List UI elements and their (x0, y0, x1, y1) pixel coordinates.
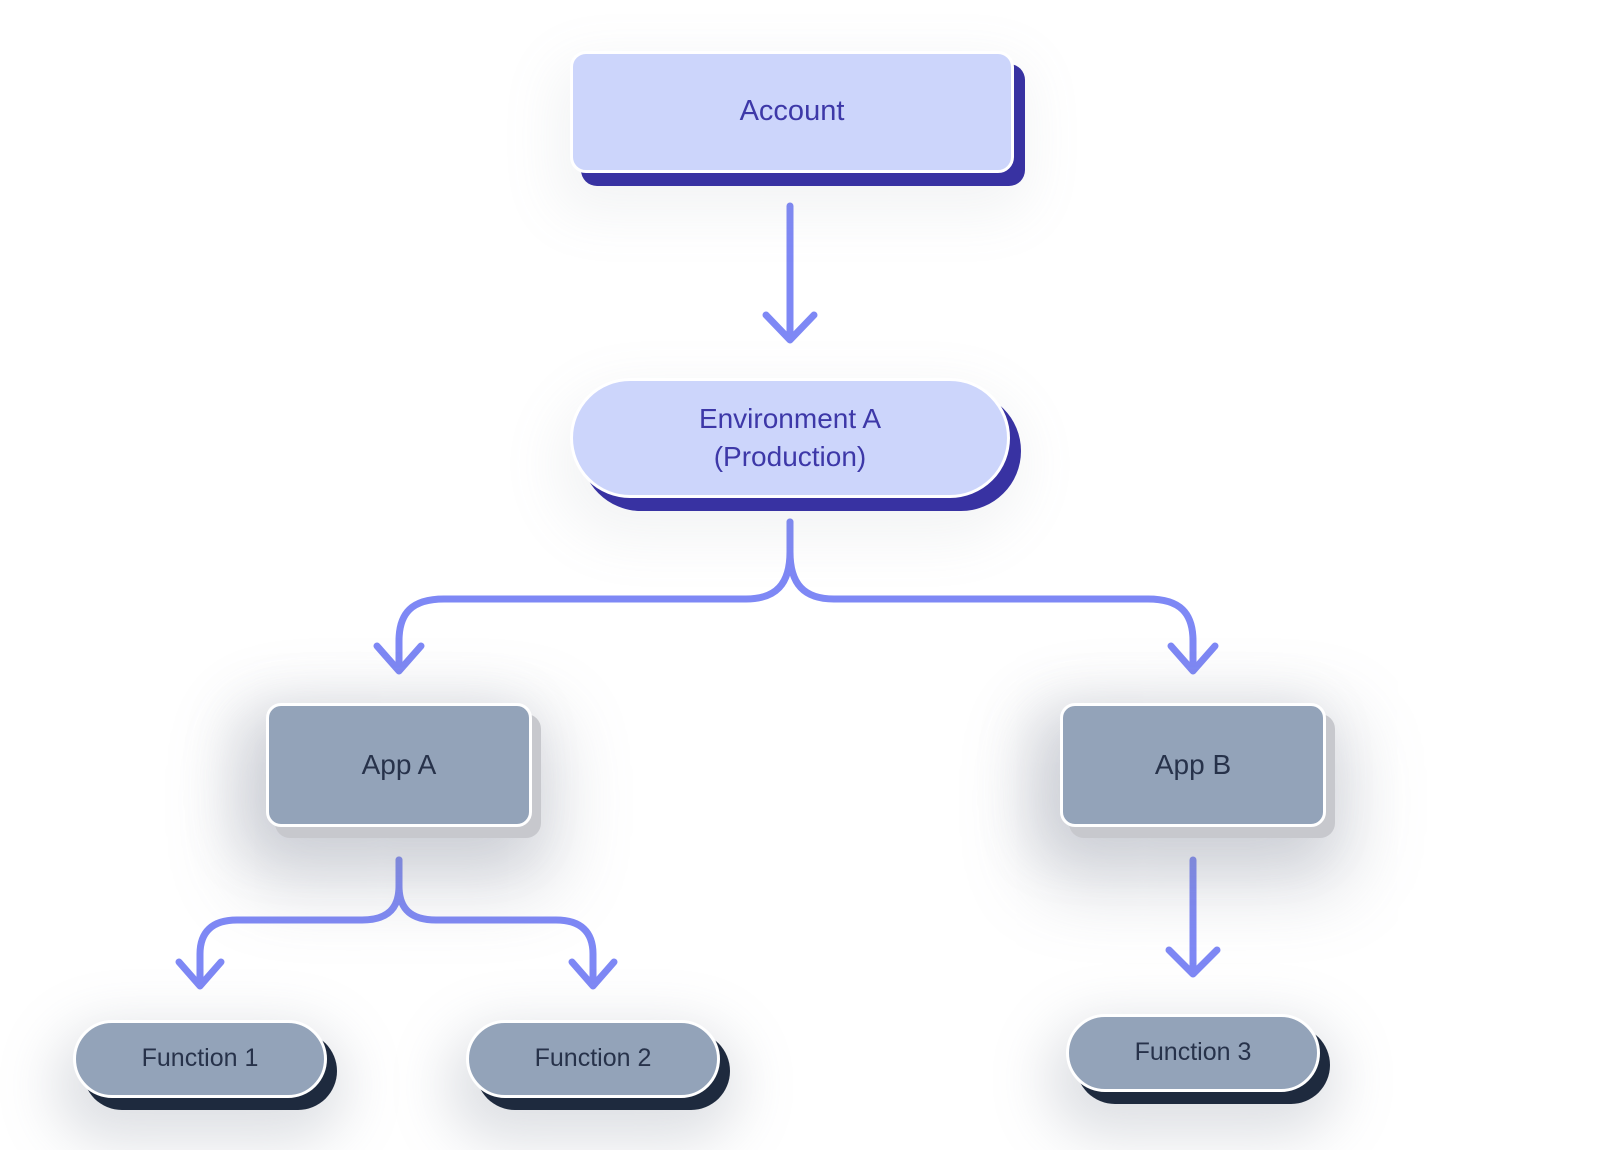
connector-environment-to-app-a-arrowhead-icon (373, 642, 425, 675)
node-app-a: App A (266, 703, 532, 827)
connector-account-to-environment-arrowhead-icon (762, 311, 818, 344)
node-function-1-label: Function 1 (141, 1044, 259, 1073)
connector-app-a-to-function-1-arrowhead-icon (175, 958, 225, 990)
node-app-b: App B (1060, 703, 1326, 827)
node-function-3-label: Function 3 (1134, 1038, 1252, 1067)
node-environment-a-label-line1: Environment A (698, 403, 882, 435)
node-environment-a: Environment A (Production) (570, 378, 1010, 498)
node-environment-a-label-line2: (Production) (713, 441, 867, 472)
node-function-2: Function 2 (466, 1020, 720, 1098)
connector-app-b-to-function-3-arrowhead-icon (1165, 946, 1221, 978)
node-app-a-label: App A (361, 749, 437, 781)
connector-environment-to-app-b-line (786, 518, 1197, 670)
connector-environment-to-app-a-line (395, 518, 794, 670)
node-account-label: Account (739, 95, 845, 128)
node-app-b-label: App B (1154, 749, 1232, 781)
node-function-3: Function 3 (1066, 1014, 1320, 1092)
connector-app-a-to-function-1-line (196, 856, 403, 986)
node-function-1: Function 1 (73, 1020, 327, 1098)
connector-app-a-to-function-2-arrowhead-icon (568, 958, 618, 990)
node-account: Account (570, 51, 1014, 173)
node-function-2-label: Function 2 (534, 1044, 652, 1073)
connector-environment-to-app-b-arrowhead-icon (1167, 642, 1219, 675)
connector-app-a-to-function-2-line (395, 856, 597, 986)
